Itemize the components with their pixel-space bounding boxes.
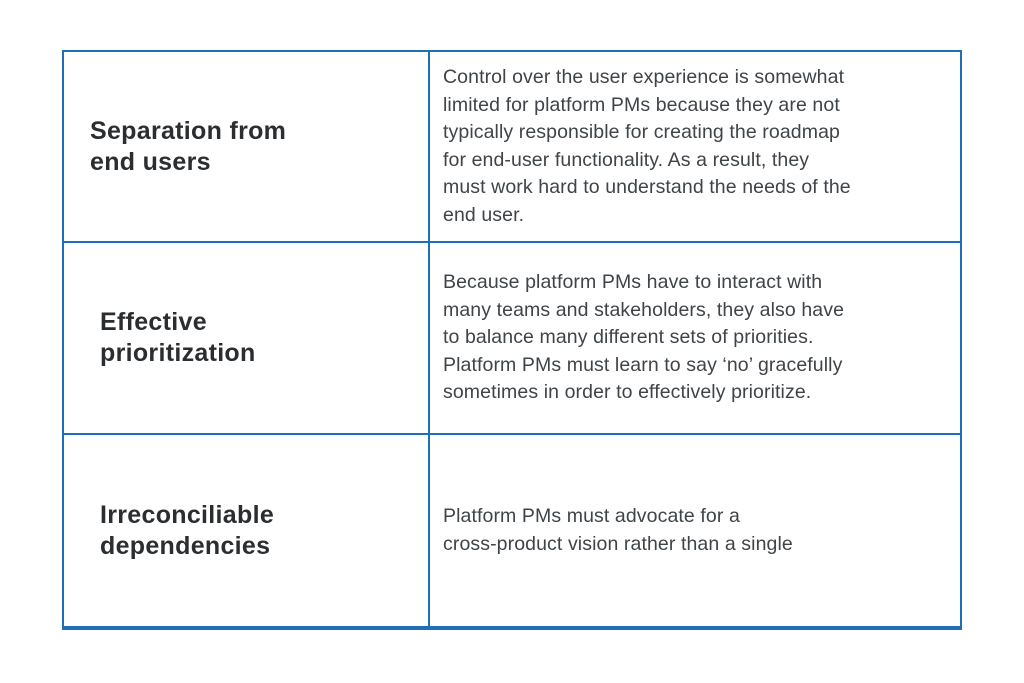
heading-cell-separation: Separation from end users [64,52,430,241]
row-heading: Separation from end users [90,116,287,176]
heading-cell-dependencies: Irreconciliable dependencies [64,435,430,626]
table-row: Separation from end users Control over t… [64,52,960,243]
heading-cell-prioritization: Effective prioritization [64,243,430,433]
description-cell-dependencies: Platform PMs must advocate for a cross-p… [430,435,960,626]
row-description: Because platform PMs have to interact wi… [443,271,845,404]
table-row: Irreconciliable dependencies Platform PM… [64,435,960,626]
row-description: Control over the user experience is some… [443,66,851,226]
comparison-table: Separation from end users Control over t… [62,50,962,630]
description-cell-separation: Control over the user experience is some… [430,52,960,241]
row-description: Platform PMs must advocate for a cross-p… [443,505,793,555]
description-cell-prioritization: Because platform PMs have to interact wi… [430,243,960,433]
row-heading: Irreconciliable dependencies [100,500,275,560]
table-row: Effective prioritization Because platfor… [64,243,960,435]
row-heading: Effective prioritization [100,308,256,367]
